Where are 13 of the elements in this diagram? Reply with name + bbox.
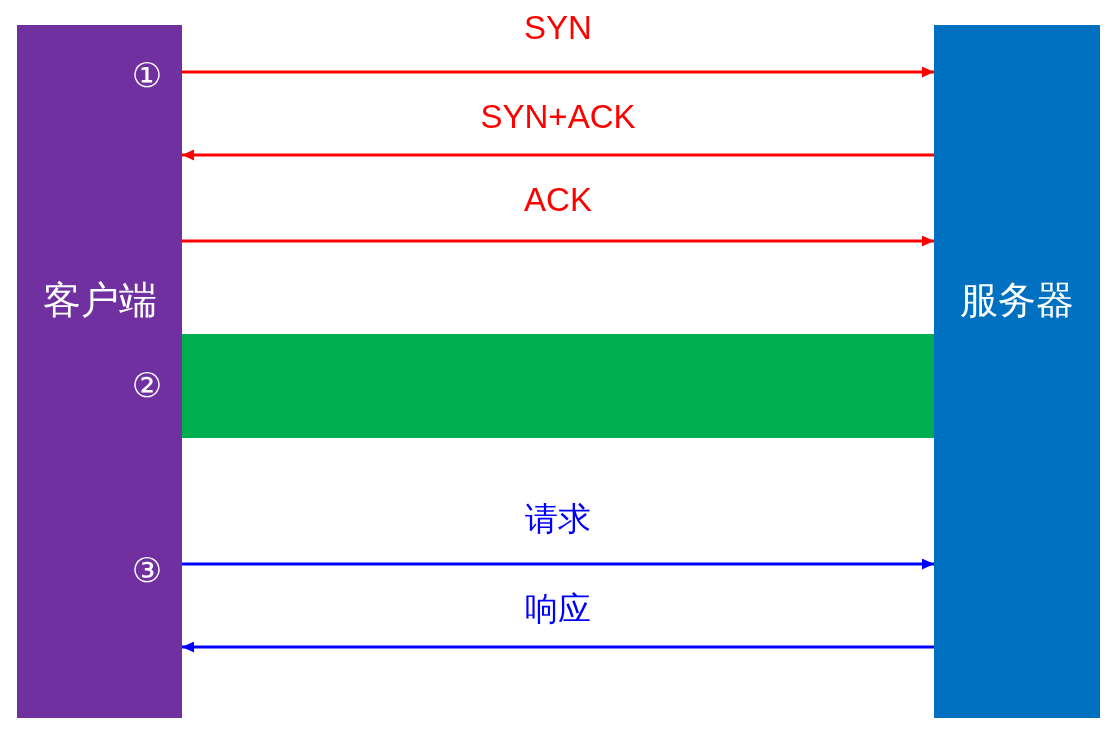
step-number: ② bbox=[131, 368, 163, 402]
arrow bbox=[182, 558, 934, 570]
arrow bbox=[182, 66, 934, 78]
band bbox=[182, 334, 934, 438]
lifeline-bar bbox=[934, 25, 1100, 718]
step-number: ① bbox=[131, 58, 163, 92]
step-number: ③ bbox=[131, 553, 163, 587]
arrow bbox=[182, 149, 934, 161]
lifeline-bar bbox=[17, 25, 182, 718]
arrow bbox=[182, 235, 934, 247]
node-label: 客户端 bbox=[42, 281, 157, 319]
arrow bbox=[182, 641, 934, 653]
node-label: 服务器 bbox=[960, 281, 1074, 319]
